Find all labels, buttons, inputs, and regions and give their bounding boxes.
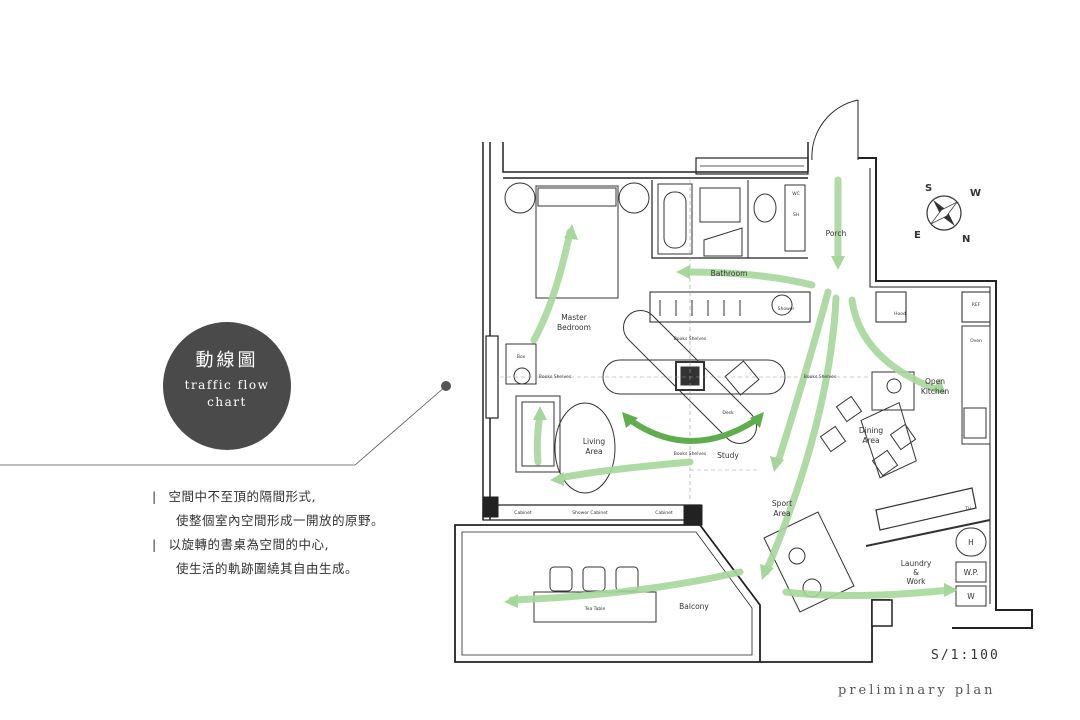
label-bathroom: Bathroom — [711, 269, 748, 278]
flow-to-sport — [762, 294, 840, 576]
description-text-1: 空間中不至頂的隔間形式, — [168, 489, 316, 504]
label-living-area-2: Area — [585, 447, 602, 456]
label-sport-area-2: Area — [773, 509, 790, 518]
description-line-2: 使整個室內空間形成一開放的原野。 — [176, 513, 385, 528]
traffic-flow-arrows — [508, 176, 954, 604]
compass-icon: S W N E — [914, 183, 981, 245]
label-box: Box — [517, 354, 526, 360]
flow-living-left — [533, 410, 544, 466]
compass-w: W — [970, 188, 981, 199]
entry-door — [811, 99, 859, 161]
label-tea-table: Tea Table — [584, 606, 606, 612]
kitchen-dining — [819, 325, 991, 547]
label-open-kitchen-2: Kitchen — [921, 387, 949, 396]
label-laundry-3: Work — [907, 577, 927, 586]
compass-s: S — [925, 183, 932, 194]
label-laundry-1: Laundry — [901, 559, 932, 568]
label-open-kitchen-1: Open — [925, 377, 945, 386]
bullet-bar-2: | — [152, 537, 157, 552]
compass-n: N — [962, 234, 970, 245]
badge-subtitle-line1: traffic flow — [184, 378, 270, 392]
badge-subtitle-line2: chart — [207, 395, 247, 409]
rotating-desk — [602, 310, 786, 444]
room-labels: Master Bedroom Bathroom Porch Open Kitch… — [557, 229, 949, 611]
label-wc: WC — [792, 191, 800, 197]
label-porch: Porch — [826, 229, 847, 238]
leader-line — [0, 381, 451, 466]
label-hood: Hood — [894, 311, 906, 317]
label-wp: W.P. — [964, 568, 979, 577]
label-bookshelves-top: Books Shelves — [674, 336, 707, 342]
fixture-labels: Tea Table Shower Cabinet Cabinet Cabinet… — [514, 191, 982, 612]
traffic-flow-badge: 動線圖 traffic flow chart — [163, 322, 291, 450]
label-h: H — [968, 538, 974, 547]
label-desk: Desk — [722, 410, 734, 416]
label-balcony: Balcony — [679, 602, 709, 611]
flow-to-dining — [774, 288, 832, 466]
laundry-labels: H W.P. W — [964, 538, 979, 601]
axis-lines — [500, 180, 870, 500]
label-living-area-1: Living — [583, 437, 606, 446]
label-cabinet-left: Cabinet — [514, 510, 532, 516]
description-text-3: 以旋轉的書桌為空間的中心, — [168, 537, 329, 552]
flow-balcony — [508, 568, 744, 604]
label-master-bedroom-2: Bedroom — [557, 323, 591, 332]
description-line-3: | 以旋轉的書桌為空間的中心, — [152, 534, 329, 553]
label-cabinet-right: Cabinet — [655, 510, 673, 516]
flow-living — [556, 458, 694, 482]
label-bookshelves-right: Books Shelves — [804, 374, 837, 380]
label-sh: SH — [793, 212, 799, 218]
label-dining-area-1: Dining — [859, 426, 883, 435]
flow-to-kitchen — [848, 296, 942, 394]
scale-label: S/1:100 — [931, 648, 1000, 663]
desk-rotation-arc — [622, 412, 764, 444]
description-line-4: 使生活的軌跡圍繞其自由生成。 — [176, 561, 359, 576]
label-shower-cabinet: Shower Cabinet — [572, 510, 608, 516]
label-master-bedroom-1: Master — [561, 313, 588, 322]
bedroom-furniture — [504, 182, 650, 385]
label-laundry-2: & — [913, 568, 919, 577]
flow-to-laundry — [782, 586, 954, 600]
living-furniture — [515, 395, 616, 494]
plan-title: preliminary plan — [838, 683, 996, 698]
flow-to-bathroom — [682, 268, 816, 289]
label-ref: REF — [972, 302, 981, 308]
walls — [454, 142, 1033, 663]
label-dining-area-2: Area — [862, 436, 879, 445]
label-oven: Oven — [970, 338, 982, 344]
compass-e: E — [914, 230, 921, 241]
flow-bedroom — [530, 228, 574, 344]
sport-laundry — [763, 511, 987, 613]
label-study: Study — [717, 451, 739, 460]
label-shower: Shower — [778, 306, 795, 312]
label-bookshelves-bottom: Books Shelves — [674, 451, 707, 457]
flow-arrowheads — [504, 224, 958, 608]
label-sport-area-1: Sport — [772, 499, 792, 508]
badge-title: 動線圖 — [195, 350, 259, 371]
label-tv: TV — [964, 506, 972, 512]
bullet-bar-1: | — [152, 489, 157, 504]
label-bookshelves-left: Books Shelves — [539, 374, 572, 380]
label-w: W — [967, 592, 975, 601]
bathroom-fixtures — [657, 183, 806, 316]
description-line-1: | 空間中不至頂的隔間形式, — [152, 486, 316, 505]
